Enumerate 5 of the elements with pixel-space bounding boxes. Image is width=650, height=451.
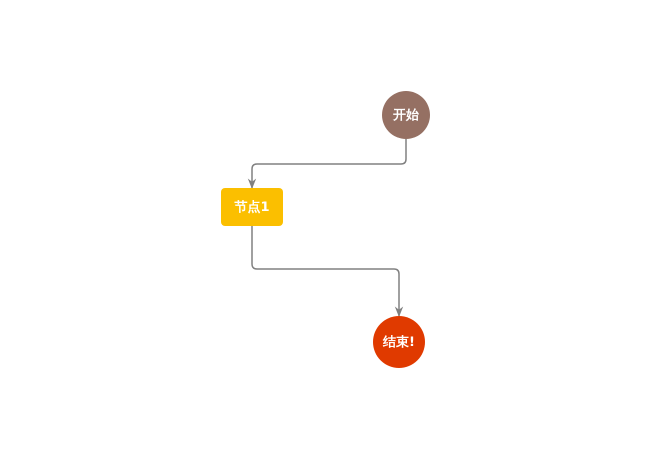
arrow [248,139,407,190]
arrow [251,226,404,318]
start-circle: 开始 [382,91,430,139]
end-circle: 结束! [373,316,425,368]
process-box: 节点1 [221,188,283,226]
